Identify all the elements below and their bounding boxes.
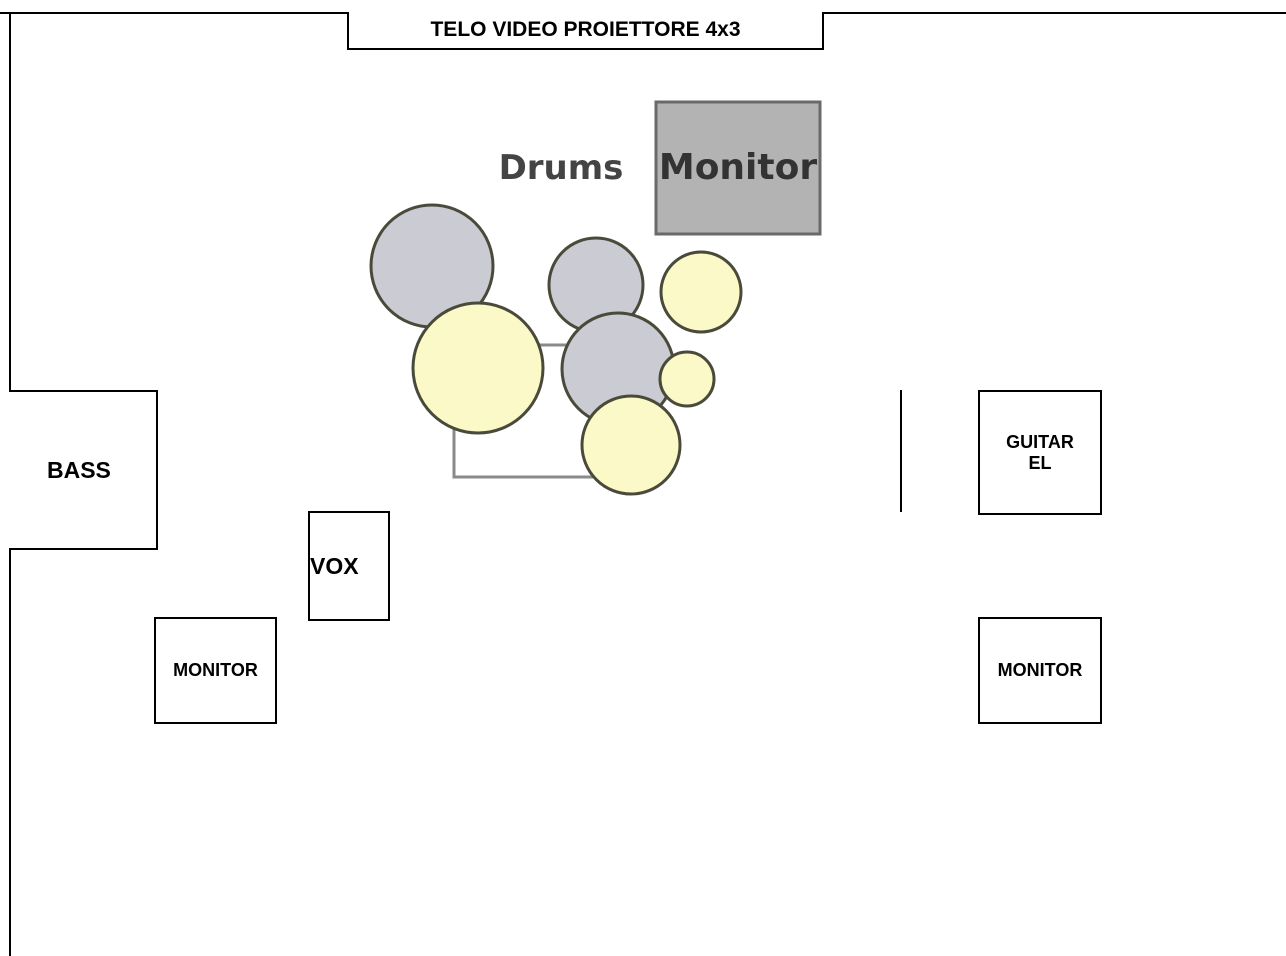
- projector-screen: TELO VIDEO PROIETTORE 4x3: [347, 12, 824, 50]
- guitar-divider: [900, 390, 902, 512]
- monitor-left: MONITOR: [154, 617, 277, 724]
- monitor-right: MONITOR: [978, 617, 1102, 724]
- projector-screen-label: TELO VIDEO PROIETTORE 4x3: [430, 18, 741, 41]
- hi-hat: [580, 394, 682, 496]
- guitar-label: GUITAR EL: [1006, 431, 1074, 473]
- drum-monitor-label: Monitor: [659, 147, 817, 188]
- monitor-right-label: MONITOR: [997, 660, 1083, 680]
- monitor-left-label: MONITOR: [173, 660, 258, 680]
- vox-label: VOX: [310, 552, 359, 579]
- guitar-amp: GUITAR EL: [978, 390, 1102, 515]
- splash-cymbal: [658, 350, 716, 408]
- drum-monitor-box: [654, 100, 822, 236]
- drums-label: Drums: [499, 148, 624, 188]
- drum-kit: Monitor Drums: [369, 100, 822, 496]
- bass-amp: BASS: [9, 390, 158, 550]
- crash-cymbal: [659, 250, 743, 334]
- ride-cymbal: [411, 301, 545, 435]
- vox-position: VOX: [308, 511, 390, 621]
- bass-label: BASS: [47, 456, 111, 483]
